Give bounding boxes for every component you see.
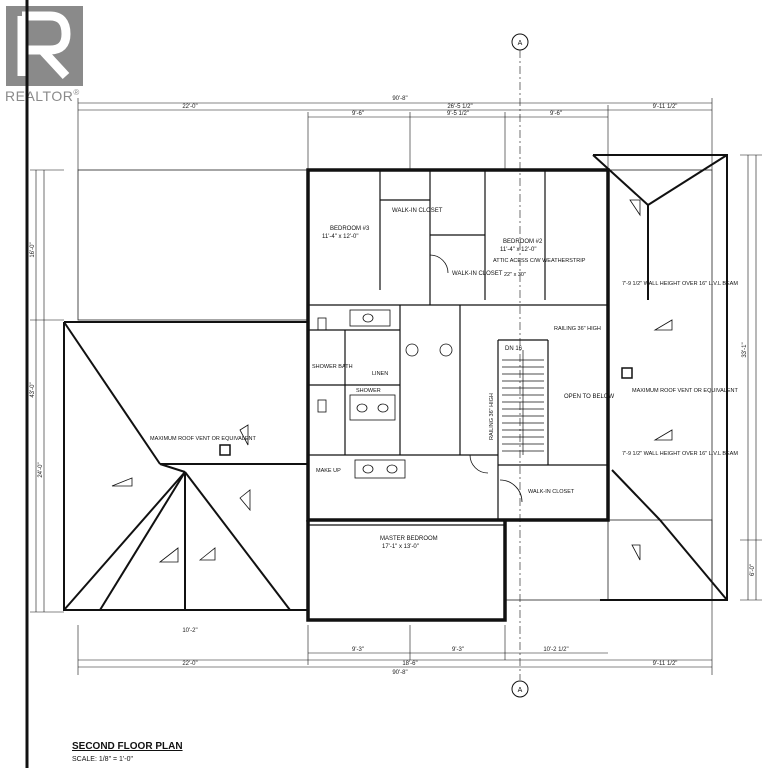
realtor-logo — [6, 6, 83, 86]
room-walkin-master: WALK-IN CLOSET — [528, 489, 575, 495]
note-dn: DN 16 — [505, 346, 523, 352]
room-walkin-1: WALK-IN CLOSET — [392, 208, 443, 214]
dim-right-a: 33'-1" — [742, 342, 748, 357]
dim-bot-total: 90'-8" — [392, 670, 407, 676]
fixtures — [317, 254, 523, 503]
dim-bot-mid: 18'-6" — [402, 661, 417, 667]
dim-lower-left: 10'-2" — [182, 628, 197, 634]
dim-top-total: 90'-8" — [392, 96, 407, 102]
drawing-title: SECOND FLOOR PLAN — [72, 741, 183, 752]
dim-left-b: 43'-0" — [30, 382, 36, 397]
staircase — [502, 350, 544, 455]
dim-bot-sub-c: 10'-2 1/2" — [543, 647, 568, 653]
svg-text:A: A — [518, 687, 523, 694]
dim-right-b: 6'-0" — [750, 564, 756, 576]
room-shower-bath: SHOWER BATH — [312, 364, 353, 370]
note-roof-vent-left: MAXIMUM ROOF VENT OR EQUIVALENT — [150, 436, 256, 442]
dim-bot-right: 9'-11 1/2" — [653, 661, 678, 667]
dim-top-sub-a: 9'-6" — [352, 111, 364, 117]
room-bedroom-2-size: 11'-4" x 12'-0" — [500, 247, 536, 253]
note-attic-size: 22" x 30" — [504, 272, 526, 278]
dim-top-sub-b: 9'-5 1/2" — [447, 111, 469, 117]
svg-text:A: A — [518, 40, 523, 47]
note-railing-vert: RAILING 36" HIGH — [489, 393, 495, 440]
room-bedroom-2: BEDROOM #2 — [503, 239, 543, 245]
dim-top-left: 22'-0" — [182, 104, 197, 110]
note-wall-height-1: 7'-9 1/2" WALL HEIGHT OVER 16" L.V.L BEA… — [622, 281, 738, 287]
note-attic: ATTIC ACESS C/W WEATHERSTRIP — [493, 258, 586, 264]
room-make-up: MAKE UP — [316, 468, 341, 474]
dim-left-a: 16'-0" — [30, 242, 36, 257]
room-linen: LINEN — [372, 371, 388, 377]
room-shower: SHOWER — [356, 388, 381, 394]
note-railing: RAILING 36" HIGH — [554, 326, 601, 332]
drawing-scale: SCALE: 1/8" = 1'-0" — [72, 756, 133, 763]
dim-top-right: 9'-11 1/2" — [653, 104, 678, 110]
note-open-below: OPEN TO BELOW — [564, 394, 614, 400]
room-master-size: 17'-1" x 13'-0" — [382, 544, 419, 550]
roof-slope-markers — [111, 199, 673, 563]
room-walkin-2: WALK-IN CLOSET — [452, 271, 503, 277]
dim-bot-sub-b: 9'-3" — [452, 647, 464, 653]
room-bedroom-3: BEDROOM #3 — [330, 226, 370, 232]
grid-marker-bottom: A — [511, 680, 529, 698]
realtor-logo-text: REALTOR® — [5, 88, 80, 104]
note-roof-vent-right: MAXIMUM ROOF VENT OR EQUIVALENT — [632, 388, 738, 394]
note-wall-height-2: 7'-9 1/2" WALL HEIGHT OVER 16" L.V.L BEA… — [622, 451, 738, 457]
dim-bot-sub-a: 9'-3" — [352, 647, 364, 653]
dim-top-mid: 26'-5 1/2" — [447, 104, 472, 110]
left-hip-roof — [63, 321, 308, 611]
room-master: MASTER BEDROOM — [380, 536, 438, 542]
dim-top-sub-c: 9'-6" — [550, 111, 562, 117]
dim-bot-left: 22'-0" — [182, 661, 197, 667]
dim-left-c: 24'-0" — [38, 462, 44, 477]
room-bedroom-3-size: 11'-4" x 12'-0" — [322, 234, 358, 240]
grid-marker-top: A — [511, 33, 529, 51]
right-hip-roof — [592, 154, 728, 601]
house-walls — [306, 168, 610, 622]
